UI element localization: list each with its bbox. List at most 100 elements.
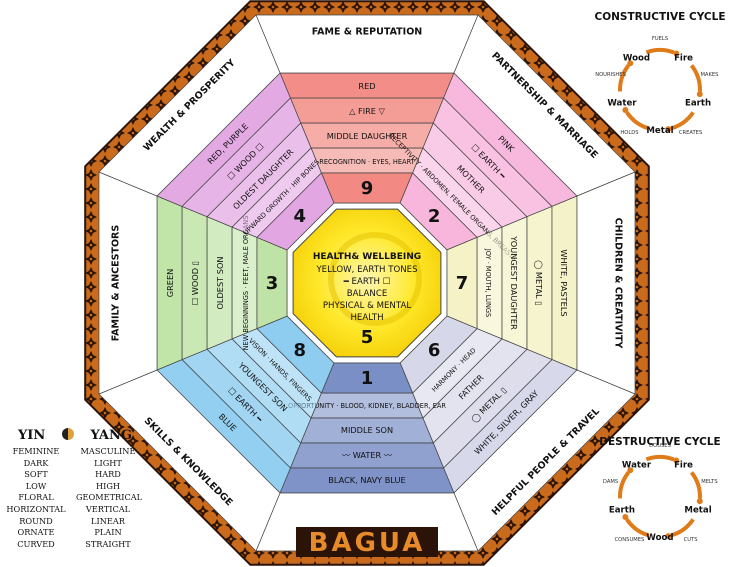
bagua-title-plate: BAGUA	[296, 527, 438, 558]
center-line: YELLOW, EARTH TONES	[315, 265, 417, 275]
yin-quality: ORNATE	[17, 527, 55, 538]
yin-quality: SOFT	[24, 469, 48, 480]
yin-quality: HORIZONTAL	[6, 503, 66, 514]
cycle-arrow	[618, 471, 631, 499]
sector-line: JOY · MOUTH, LUNGS	[484, 248, 492, 317]
cycle-element: Wood	[623, 54, 650, 64]
cycle-arrow	[689, 471, 702, 499]
sector-children-creativity: 7 CHILDREN & CREATIVITY WHITE, PASTELS ◯ ME…	[446, 171, 636, 395]
yang-quality: LIGHT	[94, 457, 122, 468]
constructive-cycle: CONSTRUCTIVE CYCLE MAKES CREATES HOLDS NOURI…	[595, 11, 726, 136]
center-swirl	[328, 232, 422, 326]
sector-line: BLACK, NAVY BLUE	[328, 475, 405, 485]
yang-quality: LINEAR	[91, 515, 125, 526]
sector-line: ◯ METAL ▯	[534, 260, 544, 306]
cycle-relation: NOURISHES	[595, 72, 626, 78]
sector-number: 9	[361, 178, 374, 199]
sector-line: OLDEST SON	[215, 256, 225, 309]
cycle-relation: MELTS	[701, 479, 717, 485]
yin-quality: DARK	[23, 457, 49, 468]
yin-yang-row: DARK LIGHT	[4, 458, 140, 470]
yang-quality: GEOMETRICAL	[76, 492, 143, 503]
sector-number: 1	[361, 368, 374, 389]
cycle-arrow	[670, 518, 695, 538]
cycle-title: DESTRUCTIVE CYCLE	[599, 436, 720, 448]
yang-quality: VERTICAL	[85, 503, 131, 514]
cycle-relation: HOLDS	[620, 130, 638, 136]
yang-quality: HIGH	[95, 480, 121, 491]
cycle-element: Metal	[684, 505, 711, 515]
cycle-relation: MAKES	[700, 72, 718, 78]
sector-line: WHITE, PASTELS	[559, 249, 569, 316]
sector-number: 7	[456, 273, 469, 294]
yin-yang-row: ROUND LINEAR	[4, 516, 140, 528]
yin-yang-row: CURVED STRAIGHT	[4, 539, 140, 551]
yin-quality: CURVED	[17, 538, 55, 549]
yin-quality: FLORAL	[18, 492, 54, 503]
sector-line: NEW BEGINNINGS · FEET, MALE ORGANS	[242, 216, 250, 351]
cycle-arrow	[645, 455, 675, 462]
center-line: BALANCE	[347, 289, 388, 299]
cycle-relation: CONSUMES	[615, 537, 645, 543]
yang-quality: STRAIGHT	[85, 538, 131, 549]
yin-yang-row: SOFT HARD	[4, 469, 140, 481]
yang-quality: MASCULINE	[80, 446, 136, 456]
cycle-arrow	[618, 64, 631, 92]
center-line: ━ EARTH ☐	[343, 277, 391, 287]
center-health: HEALTH& WELLBEING YELLOW, EARTH TONES ━ EA…	[292, 208, 442, 358]
cycle-element: Water	[622, 461, 652, 471]
yin-yang-row: FLORAL GEOMETRICAL	[4, 492, 143, 504]
cycle-title: CONSTRUCTIVE CYCLE	[595, 11, 726, 23]
area-name: CHILDREN & CREATIVITY	[613, 218, 624, 349]
cycle-relation: FUELS	[652, 36, 668, 42]
area-name: FAMILY & ANCESTORS	[111, 225, 122, 342]
sector-line: △ FIRE ▽	[349, 106, 385, 116]
sector-line: MIDDLE SON	[341, 425, 393, 435]
cycle-relation: CREATES	[679, 130, 702, 136]
yin-quality: ROUND	[19, 515, 53, 526]
sector-number: 2	[428, 206, 441, 227]
sector-line: MIDDLE DAUGHTER	[327, 131, 408, 141]
yin-yang-row: HORIZONTAL VERTICAL	[4, 504, 140, 516]
sector-number: 8	[294, 340, 307, 361]
cycle-element: Wood	[646, 533, 673, 543]
cycle-relation: DOUSES	[649, 443, 671, 449]
cycle-arrow	[670, 111, 695, 131]
cycle-element: Metal	[646, 126, 673, 136]
sector-line: RECOGNITION · EYES, HEART	[319, 158, 415, 166]
cycle-element: Earth	[609, 505, 635, 515]
yin-heading: YIN	[18, 428, 46, 443]
cycle-element: Fire	[674, 54, 693, 64]
sector-number: 6	[428, 340, 441, 361]
sector-line: OPPORTUNITY · BLOOD, KIDNEY, BLADDER, EA…	[288, 402, 446, 410]
cycle-arrow	[645, 48, 675, 55]
cycle-arrow	[689, 64, 702, 92]
bagua-title: BAGUA	[309, 528, 426, 558]
yin-yang-row: LOW HIGH	[4, 481, 140, 493]
sector-number: 3	[266, 273, 279, 294]
sector-line: YOUNGEST DAUGHTER	[509, 235, 519, 330]
yang-heading: YANG	[90, 428, 132, 443]
sector-line: 〰 WATER 〰	[342, 450, 393, 460]
cycle-element: Earth	[685, 98, 711, 108]
center-line: HEALTH	[350, 313, 383, 323]
destructive-cycle: DESTRUCTIVE CYCLE MELTS CUTS CONSUMES DAMS DO…	[599, 436, 720, 543]
cycle-element: Fire	[674, 461, 693, 471]
cycle-arrow	[625, 518, 650, 538]
cycle-relation: DAMS	[603, 479, 618, 485]
cycle-arrow	[625, 111, 650, 131]
yang-quality: HARD	[95, 469, 121, 480]
center-heading: HEALTH& WELLBEING	[313, 252, 421, 262]
center-number: 5	[361, 327, 374, 348]
sector-line: GREEN	[165, 269, 175, 298]
cycle-relation: CUTS	[684, 537, 698, 543]
sector-line: RED	[358, 81, 375, 91]
yin-quality: LOW	[25, 480, 47, 491]
sector-number: 4	[294, 206, 307, 227]
